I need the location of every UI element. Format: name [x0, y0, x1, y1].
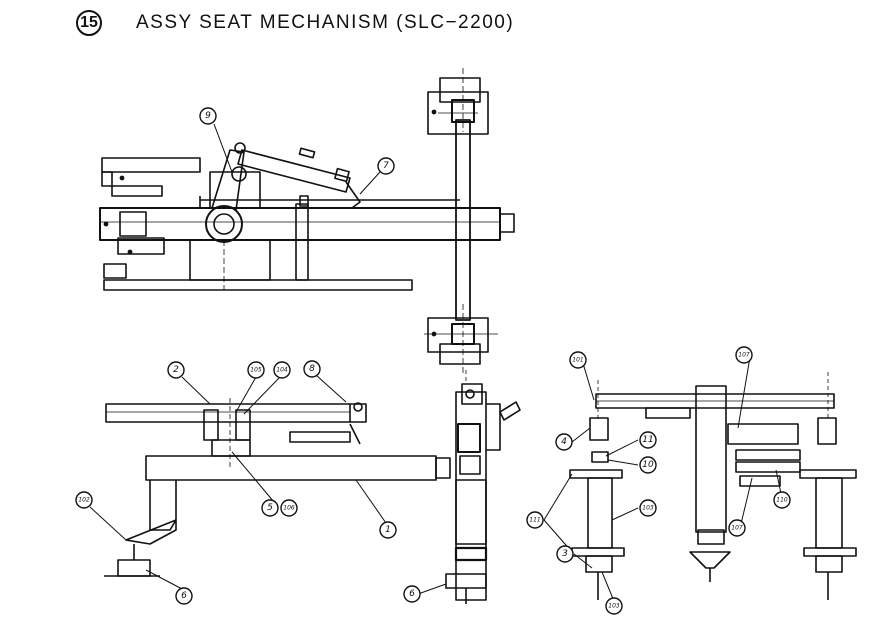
callout-6-column — [403, 585, 421, 603]
callout-leaders — [89, 123, 783, 607]
callout-101 — [569, 351, 587, 369]
callout-label-103-bottom: 103 — [608, 603, 620, 610]
callout-107-top — [735, 346, 753, 364]
callout-110 — [773, 491, 791, 509]
callout-label-8: 8 — [309, 364, 315, 374]
callout-label-102: 102 — [78, 497, 90, 504]
callout-3 — [556, 545, 574, 563]
callout-label-2: 2 — [173, 365, 179, 375]
callout-label-10: 10 — [642, 460, 654, 470]
callout-11 — [639, 431, 657, 449]
callout-4 — [555, 433, 573, 451]
callout-label-107-bottom: 107 — [731, 525, 743, 532]
top-left-view — [99, 142, 515, 291]
callout-1 — [379, 521, 397, 539]
middle-left-view — [104, 398, 451, 577]
callout-label-1: 1 — [385, 525, 391, 535]
callout-10 — [639, 456, 657, 474]
page-header: 15 ASSY SEAT MECHANISM (SLC−2200) — [76, 8, 514, 38]
callout-label-110: 110 — [776, 497, 788, 504]
callout-label-103: 103 — [642, 505, 654, 512]
callout-103-bottom — [605, 597, 623, 615]
callout-label-5: 5 — [267, 503, 273, 513]
callout-label-4: 4 — [561, 437, 567, 447]
callout-2 — [167, 361, 185, 379]
callout-label-101: 101 — [572, 357, 583, 364]
callout-label-6-column: 6 — [409, 589, 415, 599]
callout-label-104: 104 — [276, 367, 288, 374]
callout-label-106: 106 — [283, 505, 295, 512]
callout-6-left — [175, 587, 193, 605]
callout-107-bottom — [728, 519, 746, 537]
callout-label-111: 111 — [529, 517, 540, 524]
callout-102 — [75, 491, 93, 509]
callout-106 — [280, 499, 298, 517]
callout-label-3: 3 — [562, 549, 568, 559]
callout-5 — [261, 499, 279, 517]
callout-label-6-left: 6 — [181, 591, 187, 601]
callout-111 — [526, 511, 544, 529]
callout-8 — [303, 360, 321, 378]
bottom-right-view — [569, 372, 857, 600]
callout-9 — [199, 107, 217, 125]
middle-column-view — [445, 370, 521, 604]
callout-label-11: 11 — [642, 435, 653, 445]
callout-label-107-top: 107 — [738, 352, 750, 359]
callout-7 — [377, 157, 395, 175]
callout-label-7: 7 — [383, 161, 389, 171]
callout-label-9: 9 — [205, 111, 211, 121]
page-title: ASSY SEAT MECHANISM (SLC−2200) — [136, 12, 515, 33]
callout-label-105: 105 — [250, 367, 262, 374]
section-number-badge: 15 — [76, 10, 102, 36]
callout-104 — [273, 361, 291, 379]
callout-103 — [639, 499, 657, 517]
callout-105 — [247, 361, 265, 379]
top-right-view — [424, 68, 498, 376]
